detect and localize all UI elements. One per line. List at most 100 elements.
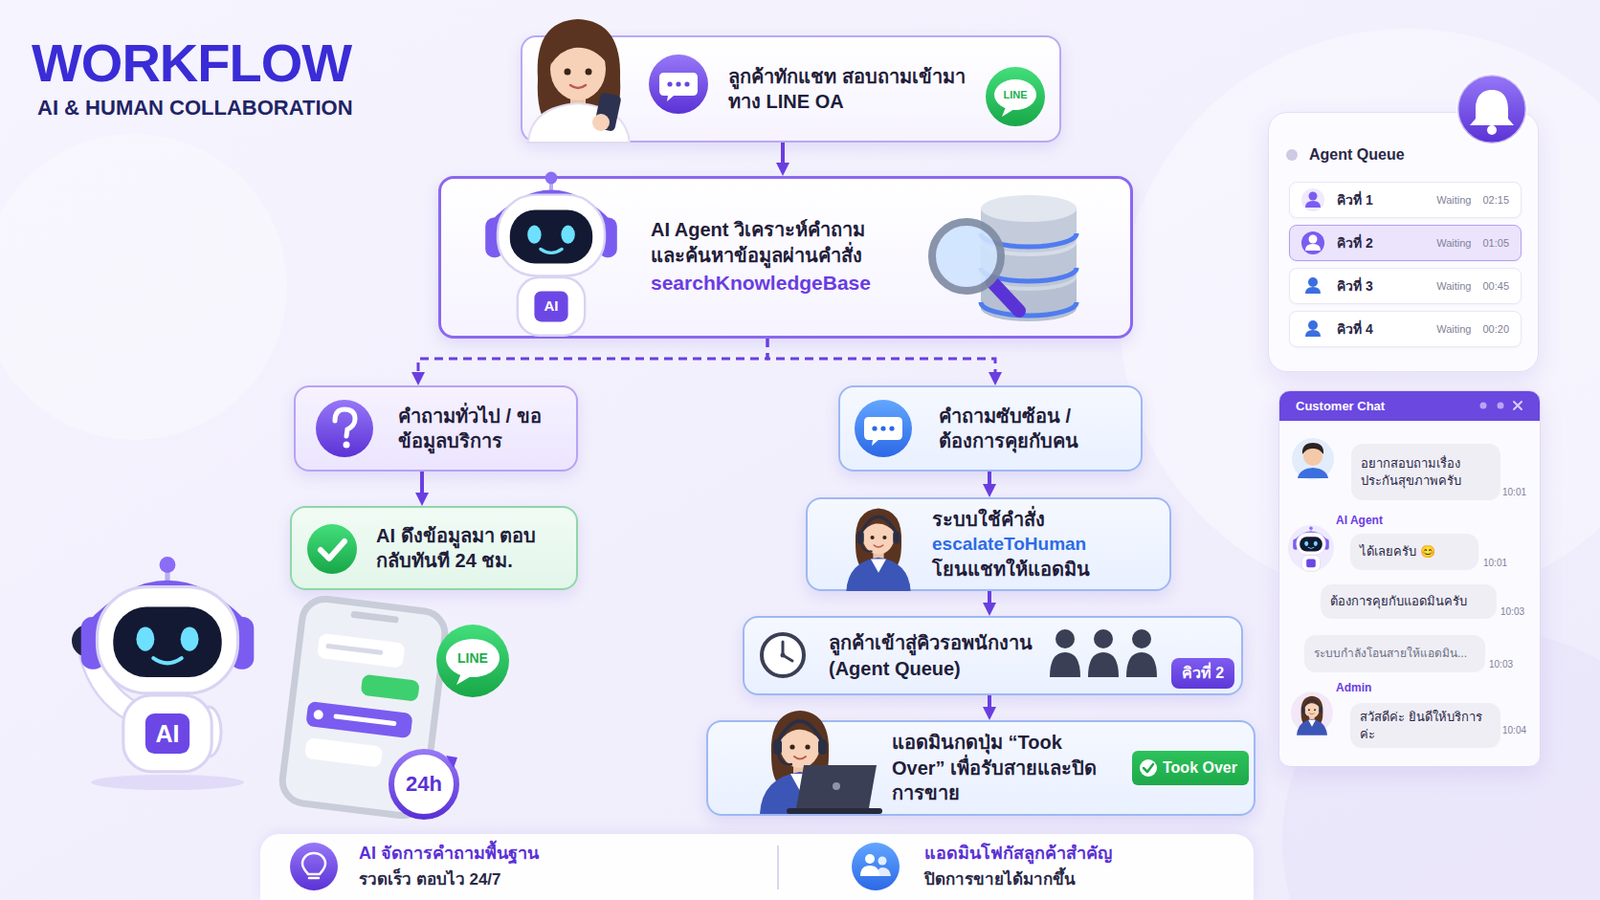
- node-text: ระบบกำลังโอนสายให้แอดมิน...: [1313, 646, 1476, 663]
- node-text: แอดมินกดปุ่ม “Took Over” เพื่อรับสายและป…: [891, 730, 1115, 806]
- people-icon: [1055, 629, 1075, 649]
- chat-icon: [880, 425, 886, 431]
- summary-band: AI จัดการคำถามพื้นฐานรวดเร็ว ตอบไว 24/7แ…: [260, 834, 1254, 900]
- people-icon: [1132, 629, 1152, 649]
- process-box: ระบบใช้คำสั่งescalateToHumanโยนแชทให้แอด…: [805, 497, 1172, 592]
- chat-icon: [871, 425, 877, 431]
- node-text: ได้เลยครับ 😊: [1359, 543, 1469, 561]
- node-text: Waiting: [1436, 237, 1471, 249]
- timestamp: 10:01: [1483, 556, 1518, 570]
- lightbulb-icon: [289, 843, 338, 891]
- node-text: Waiting: [1436, 323, 1471, 335]
- window-controls: [1513, 401, 1522, 410]
- queue-row: คิวที่ 3Waiting00:45: [1288, 267, 1522, 305]
- chat-icon: [864, 417, 903, 446]
- chat-icon: [854, 400, 912, 458]
- queue-person-icon: [1308, 277, 1318, 288]
- logo-text: LINE: [991, 88, 1040, 102]
- button-check: [1143, 764, 1154, 773]
- flow-arrow: [780, 142, 785, 163]
- check-icon: [320, 541, 345, 559]
- admin-avatar: [1296, 696, 1328, 736]
- phone-illustration: [456, 673, 473, 686]
- sender-name: AI Agent: [1335, 513, 1432, 529]
- customer-avatar: [1297, 467, 1329, 479]
- database-icon: [980, 243, 1077, 288]
- admin-figure: [759, 711, 883, 815]
- node-text: คิวที่ 2: [1175, 664, 1231, 683]
- dashed-arrow: [418, 338, 768, 373]
- queue-row: คิวที่ 1Waiting02:15: [1288, 181, 1522, 219]
- agent-figure: [845, 509, 911, 592]
- lightbulb-icon: [302, 853, 326, 875]
- clock-24h-icon: [445, 755, 458, 769]
- queue-row: คิวที่ 2Waiting01:05: [1288, 224, 1522, 262]
- customer-figure: [570, 85, 586, 89]
- node-text: อยากสอบถามเรื่อง ประกันสุขภาพครับ: [1360, 455, 1491, 489]
- chat-bubble: ระบบกำลังโอนสายให้แอดมิน...: [1304, 635, 1486, 673]
- customer-figure: [528, 19, 630, 143]
- node-text: คำถามซับซ้อน / ต้องการคุยกับคน: [938, 403, 1128, 455]
- agent-figure: [845, 509, 911, 592]
- clock-icon: [782, 642, 793, 662]
- customer-figure: [550, 37, 606, 101]
- admin-figure: [759, 711, 841, 815]
- node-text: คิวที่ 3: [1336, 275, 1437, 297]
- node-text: รวดเร็ว ตอบไว 24/7: [358, 869, 675, 891]
- customer-figure: [592, 113, 610, 132]
- chat-icon: [888, 425, 894, 431]
- timestamp: 10:03: [1488, 658, 1524, 671]
- database-icon: [980, 302, 1077, 316]
- badge-text: AI: [532, 297, 571, 315]
- phone-illustration: [360, 674, 421, 703]
- robot-mascot: [90, 775, 245, 791]
- node-text: Took Over: [1162, 758, 1238, 778]
- node-text: escalateToHuman: [932, 532, 1156, 556]
- clock-icon: [761, 634, 804, 677]
- bell-icon: [1457, 74, 1527, 144]
- bot-avatar: [1292, 526, 1330, 572]
- database-icon: [991, 281, 1020, 312]
- logo-text: LINE: [444, 650, 502, 667]
- lightbulb-icon: [289, 843, 338, 891]
- line-logo: [985, 66, 1045, 127]
- action-button: Took Over: [1132, 751, 1249, 786]
- node-text: คำถามทั่วไป / ขอข้อมูลบริการ: [398, 403, 563, 455]
- queue-person-icon: [1308, 320, 1318, 331]
- node-text: คิวที่ 1: [1336, 189, 1437, 211]
- database-icon: [932, 195, 1077, 322]
- bell-icon: [1457, 74, 1527, 144]
- node-text: AI Agent วิเคราะห์คำถาม และค้นหาข้อมูลผ่…: [650, 217, 901, 268]
- team-icon: [865, 854, 875, 865]
- process-box: AI Agent วิเคราะห์คำถาม และค้นหาข้อมูลผ่…: [438, 176, 1134, 339]
- customer-figure: [550, 34, 607, 66]
- subtitle: AI & HUMAN COLLABORATION: [37, 95, 459, 121]
- team-icon: [876, 867, 891, 877]
- queue-badge: คิวที่ 2: [1171, 658, 1235, 689]
- node-text: Customer Chat: [1295, 398, 1529, 415]
- chat-bubble: สวัสดีค่ะ ยินดีให้บริการค่ะ: [1350, 703, 1501, 749]
- node-text: แอดมินโฟกัสลูกค้าสำคัญ: [924, 843, 1241, 866]
- timestamp: 10:03: [1500, 605, 1535, 619]
- node-text: ต้องการคุยกับแอดมินครับ: [1330, 593, 1488, 611]
- question-icon: [334, 409, 356, 437]
- node-text: AI ดึงข้อมูลมา ตอบกลับทันที 24 ชม.: [376, 523, 565, 575]
- process-box: ลูกค้าทักแชท สอบถามเข้ามาทาง LINE OA: [520, 35, 1062, 143]
- window-controls: [1497, 402, 1505, 410]
- chat-icon: [648, 54, 709, 114]
- band-divider: [777, 845, 779, 890]
- customer-figure: [528, 103, 630, 143]
- queue-person-icon: [1301, 188, 1325, 212]
- flow-arrow: [987, 471, 992, 485]
- customer-figure: [564, 68, 572, 76]
- robot-mascot: [196, 707, 222, 757]
- admin-avatar: [1290, 691, 1334, 736]
- queue-person-icon: [1305, 200, 1321, 208]
- database-icon: [980, 264, 1077, 291]
- process-box: แอดมินกดปุ่ม “Took Over” เพื่อรับสายและป…: [706, 720, 1256, 817]
- queue-person-icon: [1305, 287, 1321, 294]
- database-icon: [932, 222, 1001, 291]
- node-text: 02:15: [1482, 194, 1510, 206]
